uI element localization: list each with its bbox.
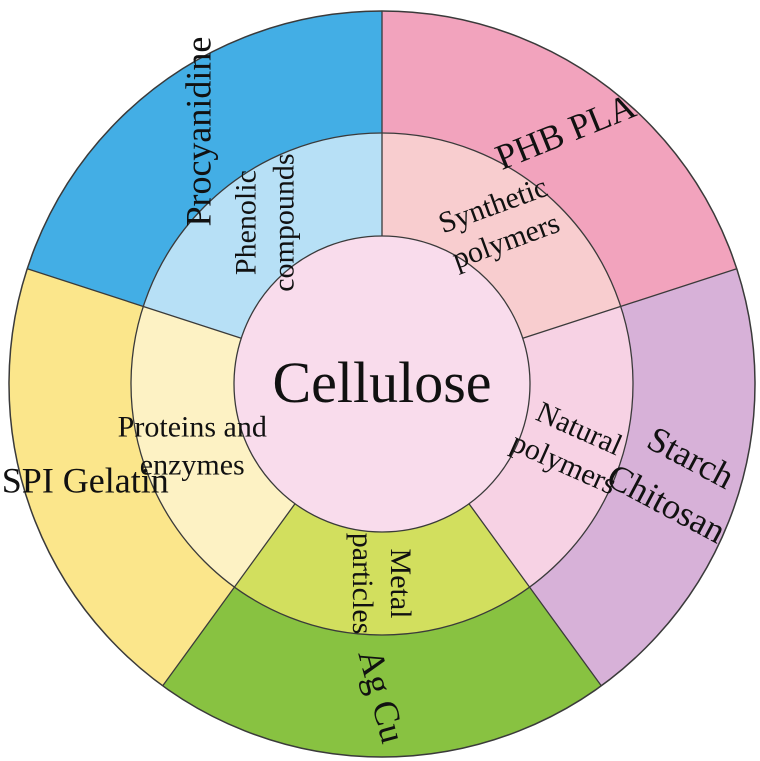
inner-label-line: enzymes	[140, 449, 245, 482]
inner-label-line: particles	[346, 533, 379, 635]
inner-label-metal-particles: Metalparticles	[346, 533, 417, 635]
inner-label-line: Metal	[384, 549, 417, 619]
inner-label-line: Phenolic	[230, 170, 263, 275]
outer-label-line: Procyanidine	[179, 37, 219, 227]
outer-label-line: SPI Gelatin	[2, 460, 169, 500]
inner-segment-natural-polymers	[468, 306, 633, 588]
segment-divider	[522, 268, 737, 339]
middle-ring-outline	[130, 132, 634, 636]
outer-segment-natural-polymers	[529, 268, 755, 686]
segment-divider	[27, 268, 242, 339]
outer-segment-phenolic-compounds	[27, 11, 382, 307]
center-circle	[233, 235, 531, 533]
outer-segment-synthetic-polymers	[382, 11, 737, 307]
outer-segment-metal-particles	[162, 587, 602, 758]
segment-divider	[162, 503, 296, 687]
inner-segment-proteins-and-enzymes	[131, 306, 296, 588]
outer-label-phenolic-compounds: Procyanidine	[179, 37, 219, 227]
inner-ring	[131, 133, 633, 636]
outer-ring-outline	[8, 10, 756, 758]
outer-label-proteins-and-enzymes: SPI Gelatin	[2, 460, 169, 500]
center-label: Cellulose	[272, 350, 491, 415]
inner-label-line: compounds	[268, 153, 301, 291]
inner-segment-metal-particles	[234, 503, 530, 636]
inner-segment-phenolic-compounds	[143, 133, 382, 339]
outer-segment-proteins-and-enzymes	[8, 268, 235, 686]
inner-segment-synthetic-polymers	[382, 133, 621, 339]
ring-dividers	[8, 10, 756, 758]
segment-divider	[468, 503, 602, 687]
outer-ring	[8, 11, 755, 758]
inner-label-line: Proteins and	[118, 411, 267, 444]
inner-label-proteins-and-enzymes: Proteins and enzymes	[118, 411, 267, 482]
